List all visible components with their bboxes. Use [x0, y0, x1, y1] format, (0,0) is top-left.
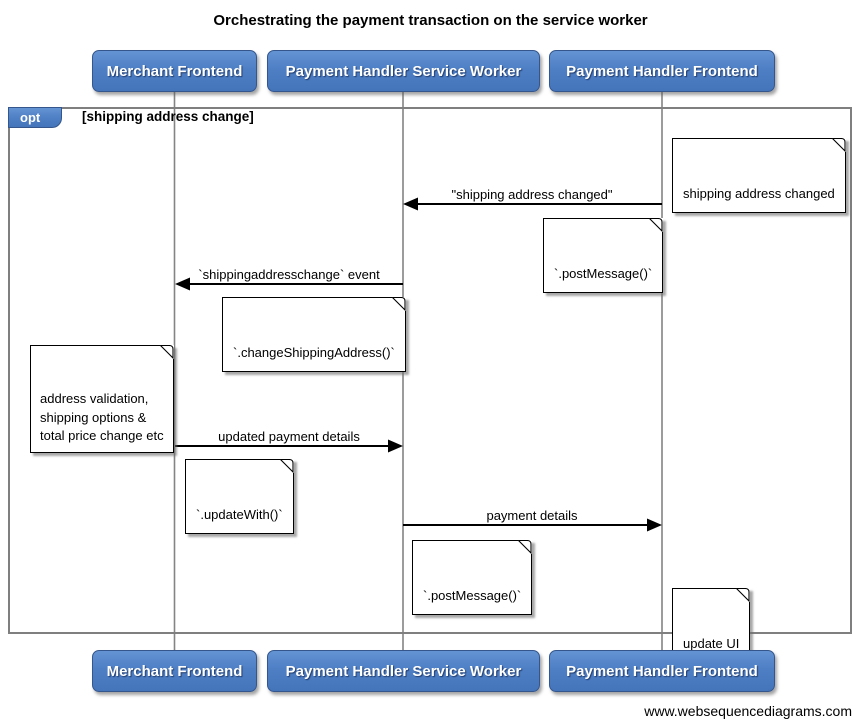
note-postmessage-1: `.postMessage()`	[543, 218, 664, 293]
actor-bottom-merchant-frontend: Merchant Frontend	[92, 650, 257, 692]
message-label-shippingaddresschange-event: `shippingaddresschange` event	[198, 267, 380, 282]
diagram-title: Orchestrating the payment transaction on…	[213, 12, 648, 29]
note-text: `.updateWith()`	[196, 506, 283, 522]
note-text: shipping address changed	[683, 185, 835, 201]
actor-label: Payment Handler Service Worker	[285, 662, 522, 680]
note-fold-icon	[159, 345, 174, 359]
note-text: `.postMessage()`	[423, 587, 522, 603]
note-fold-icon	[279, 459, 294, 473]
note-changeshippingaddress: `.changeShippingAddress()`	[222, 297, 406, 372]
opt-operator-label: opt	[20, 110, 41, 125]
note-fold-icon	[518, 540, 533, 554]
note-updatewith: `.updateWith()`	[185, 459, 294, 534]
message-label-payment-details: payment details	[486, 508, 578, 523]
opt-fragment-guard: [shipping address change]	[82, 109, 254, 124]
note-fold-icon	[831, 138, 846, 152]
note-text: `.postMessage()`	[554, 265, 653, 281]
actor-bottom-payment-handler-service-worker: Payment Handler Service Worker	[267, 650, 540, 692]
note-shipping-address-changed: shipping address changed	[672, 138, 846, 213]
message-label-updated-payment-details: updated payment details	[218, 429, 360, 444]
opt-fragment-operator-tab: opt	[8, 107, 62, 128]
opt-fragment-frame	[8, 107, 852, 634]
note-fold-icon	[736, 588, 751, 602]
actor-label: Merchant Frontend	[106, 662, 243, 680]
actor-top-merchant-frontend: Merchant Frontend	[92, 50, 257, 92]
note-fold-icon	[649, 218, 664, 232]
note-postmessage-2: `.postMessage()`	[412, 540, 533, 615]
actor-label: Payment Handler Service Worker	[285, 62, 522, 80]
message-label-shipping-address-changed: "shipping address changed"	[451, 187, 613, 202]
actor-label: Payment Handler Frontend	[566, 62, 758, 80]
actor-bottom-payment-handler-frontend: Payment Handler Frontend	[549, 650, 775, 692]
arrowhead-left-icon	[403, 197, 418, 211]
actor-top-payment-handler-frontend: Payment Handler Frontend	[549, 50, 775, 92]
note-text: `.changeShippingAddress()`	[233, 344, 395, 360]
note-text: address validation, shipping options & t…	[40, 390, 164, 444]
actor-label: Payment Handler Frontend	[566, 662, 758, 680]
actor-label: Merchant Frontend	[106, 62, 243, 80]
arrowhead-right-icon	[388, 439, 403, 453]
note-address-validation: address validation, shipping options & t…	[30, 345, 174, 454]
note-text: update UI	[683, 635, 740, 651]
actor-top-payment-handler-service-worker: Payment Handler Service Worker	[267, 50, 540, 92]
arrowhead-left-icon	[175, 277, 190, 291]
websequencediagrams-watermark-link[interactable]: www.websequencediagrams.com	[644, 703, 852, 719]
arrowhead-right-icon	[647, 518, 662, 532]
note-fold-icon	[391, 297, 406, 311]
